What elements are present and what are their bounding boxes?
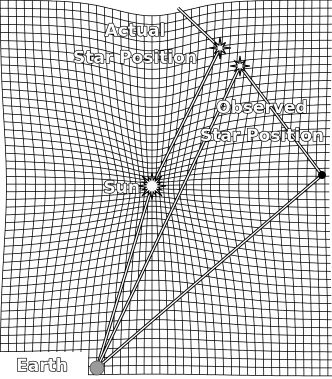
reference-point-icon <box>318 171 326 179</box>
observed-star-label-line2: Star Position <box>200 126 324 146</box>
earth-label: Earth <box>16 356 68 376</box>
grid-line <box>259 1 272 376</box>
grid-line <box>40 1 55 376</box>
grid-line <box>6 189 329 192</box>
grid-line <box>8 0 16 376</box>
actual-star-label-line2: Star Position <box>73 48 197 68</box>
grid-line <box>278 0 287 376</box>
grid-line <box>0 0 332 16</box>
grid-line <box>288 0 296 376</box>
earth-icon <box>90 361 104 375</box>
grid-line <box>32 1 45 376</box>
grid-line <box>249 1 264 376</box>
observed-star-label-line1: Observed <box>216 98 307 118</box>
sun-label: Sun <box>104 178 140 198</box>
grid-line <box>48 1 65 376</box>
grid-line <box>2 261 331 280</box>
grid-line <box>0 348 332 352</box>
grid-line <box>0 339 331 344</box>
grid-line <box>6 184 329 185</box>
sun-icon <box>138 172 166 200</box>
actual-star-label-line1: Actual <box>105 21 166 41</box>
grid-line <box>239 1 256 376</box>
grid-line <box>2 270 331 287</box>
grid-line <box>229 1 248 375</box>
grid-line <box>6 176 329 183</box>
grid-line <box>194 4 216 375</box>
grid-line <box>1 329 332 336</box>
grid-line <box>16 0 25 376</box>
